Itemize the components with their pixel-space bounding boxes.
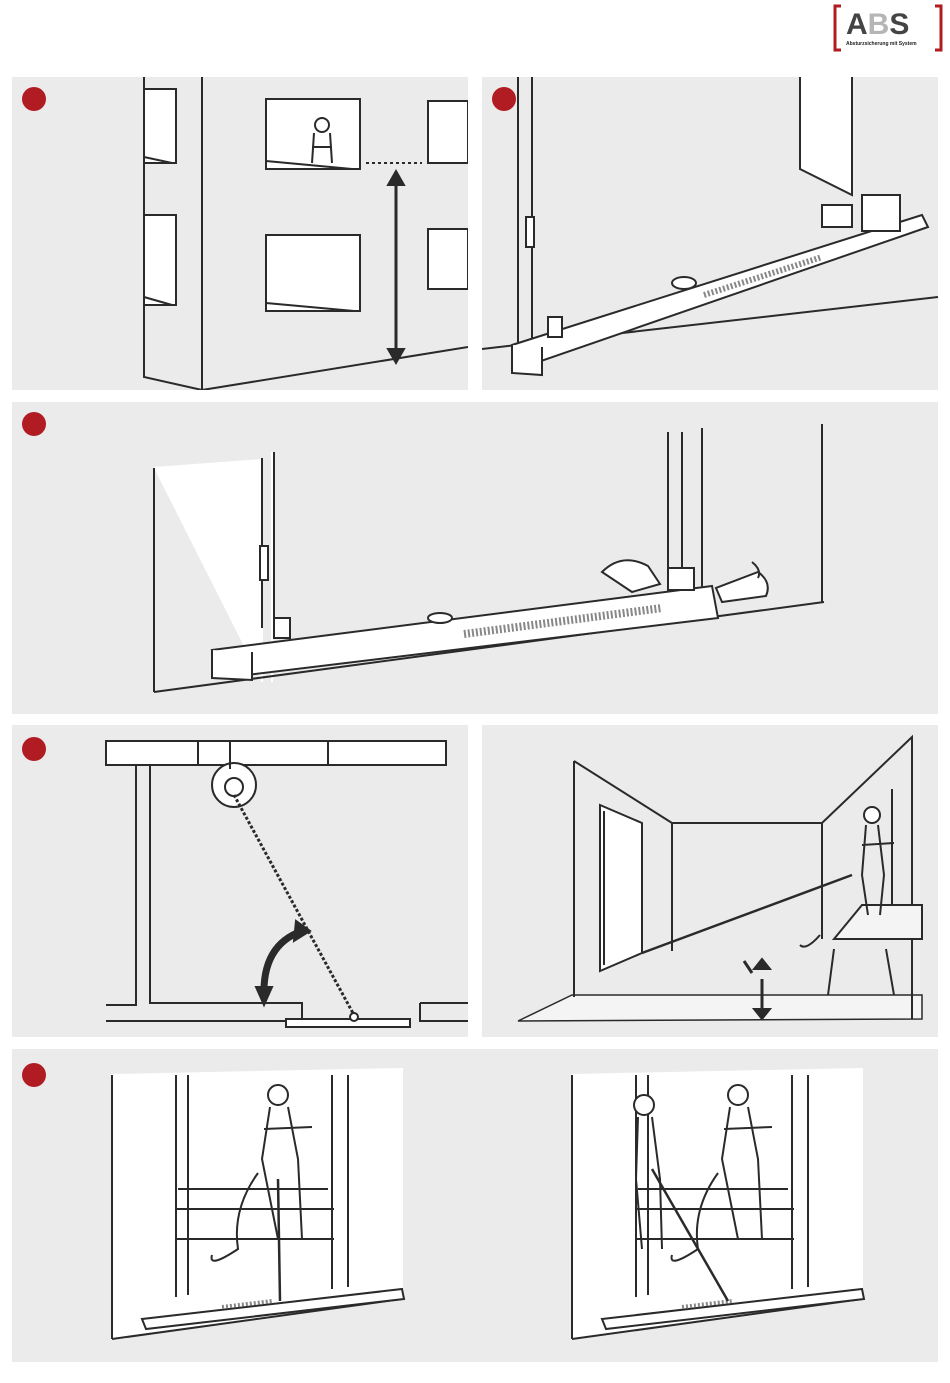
door-anchor-bar-installed-icon — [482, 77, 938, 390]
step-panel-6 — [12, 1049, 938, 1362]
step-marker-1 — [22, 87, 46, 111]
step-marker-4 — [22, 737, 46, 761]
rope-angle-top-view-icon — [12, 725, 468, 1037]
logo-letter-s: S — [889, 8, 909, 41]
worker-on-trestle-room-icon — [482, 725, 938, 1037]
logo-letter-b: B — [868, 8, 890, 41]
step-panel-1 — [12, 77, 468, 390]
step-marker-6 — [22, 1063, 46, 1087]
logo-tagline: Absturzsicherung mit System — [846, 41, 938, 47]
step-marker-3 — [22, 412, 46, 436]
step-panel-3 — [12, 402, 938, 714]
two-workers-anchored-window-icon — [12, 1049, 938, 1362]
step-panel-2 — [482, 77, 938, 390]
logo-wordmark: ABS — [846, 10, 909, 40]
hands-adjusting-anchor-bar-icon — [12, 402, 938, 714]
step-panel-4 — [12, 725, 468, 1037]
building-facade-window-height-arrow-icon — [12, 77, 468, 390]
step-panel-5 — [482, 725, 938, 1037]
logo-letter-a: A — [846, 8, 868, 41]
step-marker-2 — [492, 87, 516, 111]
